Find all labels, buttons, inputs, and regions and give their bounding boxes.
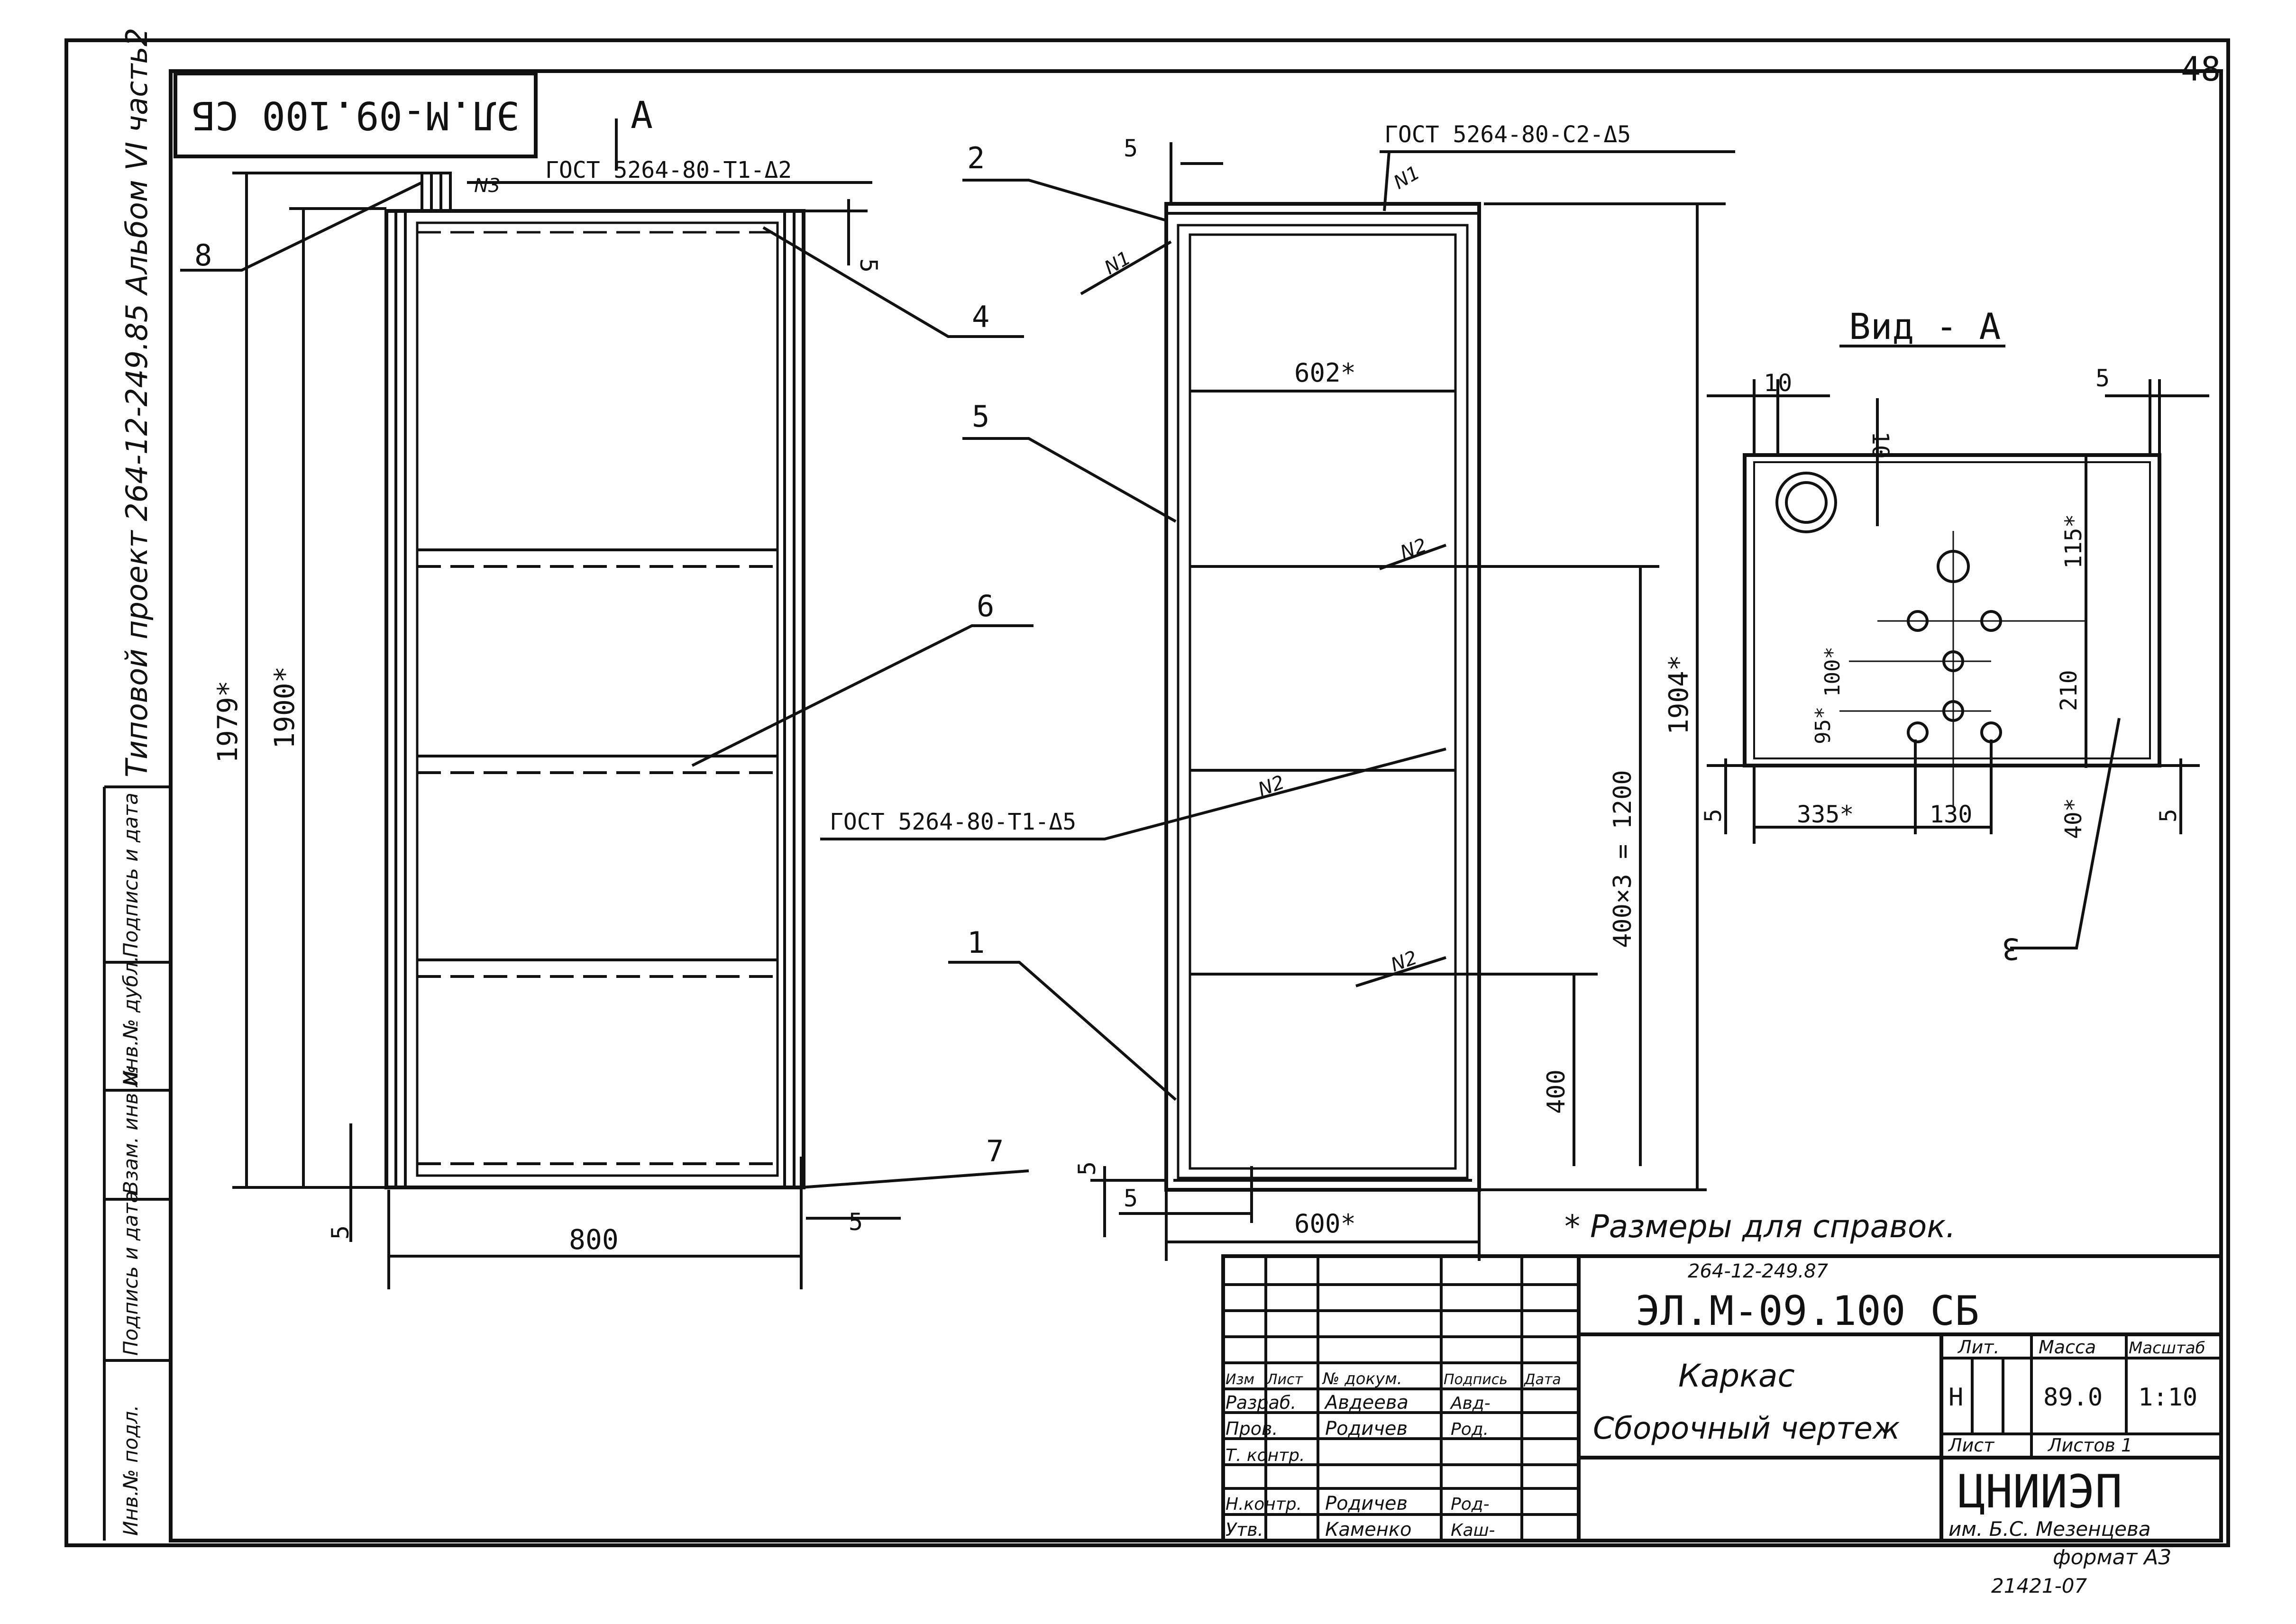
- role-tkontr: Т. контр.: [1226, 1446, 1305, 1465]
- org-sub: им. Б.С. Мезенцева: [1948, 1517, 2151, 1541]
- sheet-number: 48: [2181, 50, 2221, 89]
- view-a-dim-5-left: 5: [1700, 809, 1727, 822]
- sheets-label: Листов 1: [2047, 1435, 2132, 1456]
- strip-field-1: Подпись и дата: [119, 793, 142, 958]
- doc-number-small: 264-12-249.87: [1688, 1260, 1829, 1282]
- front-pos-6: 6: [977, 589, 994, 623]
- name-razrab: Авдеева: [1324, 1392, 1409, 1414]
- corner-code: ЭЛ.М-09.100 СБ: [192, 92, 519, 137]
- mass-value: 89.0: [2043, 1383, 2103, 1412]
- front-pos-4: 4: [972, 300, 989, 334]
- view-a-dim-5-top: 5: [2095, 365, 2110, 392]
- weld-mark-n2-lower: N2: [1388, 947, 1420, 976]
- lit-label: Лит.: [1957, 1337, 2000, 1358]
- project-reference: Типовой проект 264-12-249.85 Альбом VI ч…: [119, 28, 154, 777]
- front-weld-label: ГОСТ 5264-80-Т1-Δ2: [545, 157, 792, 183]
- front-pos-7: 7: [986, 1134, 1004, 1168]
- weld-mark-n1-top: N1: [1390, 162, 1424, 194]
- hdr-doc: № докум.: [1322, 1369, 1402, 1388]
- view-mark-a: А: [631, 94, 653, 137]
- strip-field-5: Инв.№ подл.: [119, 1405, 142, 1536]
- front-dim-5-bl: 5: [327, 1225, 354, 1240]
- side-dim-1904: 1904*: [1664, 655, 1694, 735]
- reference-note: * Размеры для справок.: [1564, 1208, 1956, 1245]
- role-nkontr: Н.контр.: [1226, 1495, 1302, 1514]
- hdr-list: Лист: [1266, 1371, 1304, 1388]
- title-line-2: Сборочный чертеж: [1593, 1411, 1900, 1446]
- view-a-dim-335: 335*: [1797, 801, 1854, 828]
- name-prov: Родичев: [1325, 1418, 1408, 1440]
- corner-code-box: [174, 72, 538, 158]
- side-dim-600: 600*: [1294, 1209, 1356, 1239]
- side-dim-400: 400: [1542, 1069, 1571, 1114]
- view-a-dim-95: 95*: [1811, 707, 1835, 744]
- role-razrab: Разраб.: [1226, 1392, 1296, 1413]
- front-dim-5-br: 5: [849, 1208, 863, 1236]
- front-dim-5-top: 5: [855, 258, 882, 273]
- side-dim-5-top: 5: [1124, 135, 1138, 162]
- side-dim-5-bottom: 5: [1073, 1161, 1101, 1176]
- strip-field-3: Взам. инв.№: [119, 1066, 142, 1195]
- view-a-pos-3: 3: [2002, 931, 2020, 966]
- scale-label: Масштаб: [2129, 1339, 2205, 1358]
- title-line-1: Каркас: [1678, 1358, 1795, 1394]
- view-a-title: Вид - А: [1849, 305, 2001, 347]
- front-weld-number: N3: [474, 175, 500, 197]
- name-nkontr: Родичев: [1325, 1493, 1408, 1515]
- weld-mark-n1-left: N1: [1101, 247, 1134, 279]
- side-pos-1: 1: [967, 925, 985, 960]
- role-prov: Пров.: [1226, 1418, 1278, 1439]
- role-utv: Утв.: [1226, 1519, 1263, 1540]
- strip-field-2: Инв.№ дубл.: [119, 956, 142, 1086]
- side-dim-pitch: 400×3 = 1200: [1609, 770, 1637, 948]
- sheet-format: формат А3: [2053, 1545, 2171, 1569]
- view-a-dim-100: 100*: [1820, 647, 1845, 697]
- front-pos-8: 8: [194, 238, 212, 273]
- side-weld-top: ГОСТ 5264-80-С2-Δ5: [1384, 121, 1631, 148]
- hdr-date: Дата: [1523, 1371, 1561, 1388]
- side-pos-5: 5: [972, 399, 989, 434]
- org-name: ЦНИИЭП: [1958, 1465, 2122, 1518]
- hdr-sign: Подпись: [1444, 1371, 1508, 1388]
- side-view: [820, 142, 1735, 1261]
- side-weld-mid: ГОСТ 5264-80-Т1-Δ5: [830, 809, 1076, 835]
- doc-code: ЭЛ.М-09.100 СБ: [1636, 1287, 1979, 1335]
- view-a-dim-5-right: 5: [2155, 809, 2182, 822]
- scale-value: 1:10: [2138, 1383, 2197, 1412]
- sheet-frame: [64, 38, 2230, 1547]
- front-dim-800: 800: [569, 1223, 619, 1256]
- sign-utv: Каш-: [1451, 1521, 1495, 1540]
- view-a-dim-115: 115*: [2060, 514, 2087, 569]
- sign-razrab: Авд-: [1450, 1394, 1491, 1413]
- side-dim-602: 602*: [1294, 358, 1356, 388]
- name-utv: Каменко: [1325, 1519, 1411, 1541]
- front-dim-1979: 1979*: [211, 680, 244, 763]
- view-a-dim-210: 210: [2056, 670, 2082, 711]
- front-dim-1900: 1900*: [268, 666, 301, 749]
- lit-value: Н: [1948, 1383, 1963, 1412]
- view-a-dim-40: 40*: [2060, 798, 2087, 839]
- view-a: [1707, 345, 2209, 949]
- mass-label: Масса: [2039, 1337, 2096, 1358]
- side-pos-2: 2: [967, 141, 985, 175]
- hdr-izm: Изм: [1226, 1371, 1254, 1388]
- front-view: [180, 119, 1034, 1289]
- view-a-dim-10-top: 10: [1764, 369, 1792, 397]
- sign-nkontr: Род-: [1451, 1495, 1490, 1514]
- view-a-dim-130: 130: [1930, 801, 1972, 828]
- side-dim-5-left: 5: [1124, 1185, 1138, 1212]
- weld-mark-n2-mid: N2: [1255, 771, 1288, 801]
- stamp-bottom: 21421-07: [1991, 1574, 2087, 1597]
- strip-field-4: Подпись и дата: [119, 1191, 142, 1356]
- title-block: [1221, 1254, 2223, 1542]
- view-a-dim-10-side: 10: [1867, 431, 1894, 459]
- sheet-label: Лист: [1948, 1435, 1995, 1456]
- sign-prov: Род.: [1451, 1420, 1489, 1439]
